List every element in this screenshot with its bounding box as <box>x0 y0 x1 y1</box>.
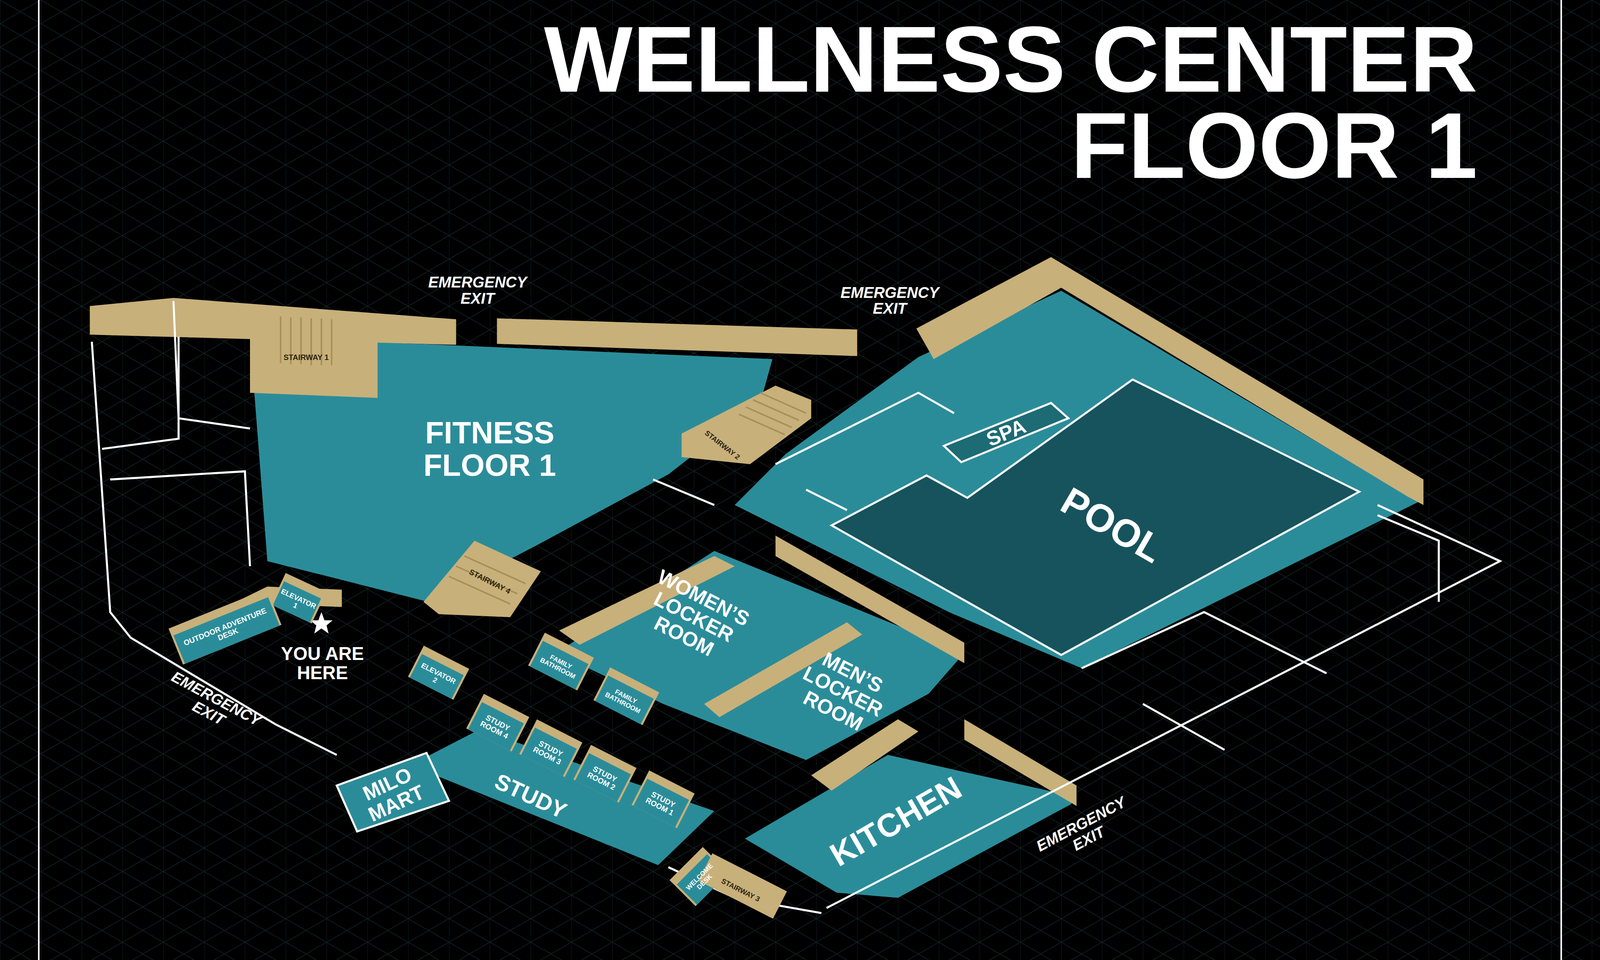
stairs <box>449 555 526 604</box>
block-face <box>575 752 631 802</box>
block-top <box>270 572 327 624</box>
block-face <box>595 675 654 725</box>
block-face <box>272 581 322 623</box>
room-block <box>519 719 583 778</box>
block-face <box>467 702 524 751</box>
spa <box>943 402 1069 463</box>
map-label: EMERGENCY EXIT <box>833 285 946 318</box>
room-node: FITNESS FLOOR 1 <box>387 416 593 481</box>
block-top <box>528 632 595 691</box>
wall <box>916 257 1424 505</box>
room-block <box>466 693 530 752</box>
kitchen <box>745 755 1072 898</box>
stairway <box>250 318 378 398</box>
outline <box>91 300 1500 913</box>
block-face <box>633 778 690 828</box>
map-title: WELLNESS CENTER FLOOR 1 <box>457 16 1478 190</box>
map-label-box: YOU ARE HERE <box>266 644 379 683</box>
block-face <box>173 597 280 664</box>
frame <box>38 0 1562 960</box>
study-area <box>410 729 715 866</box>
wall <box>964 719 1077 806</box>
room-block <box>270 572 327 624</box>
room-block <box>631 770 695 828</box>
stairway <box>681 385 812 465</box>
wall <box>497 318 858 357</box>
room-node: STAIRWAY 1 <box>265 353 348 362</box>
block-top <box>168 588 282 665</box>
block-top <box>593 667 660 726</box>
map-label: YOU ARE HERE <box>266 644 379 683</box>
block-face <box>530 640 589 690</box>
block-top <box>519 719 583 778</box>
block-top <box>407 645 470 700</box>
map-label-box: EMERGENCY EXIT <box>421 274 534 307</box>
map-label: EMERGENCY EXIT <box>421 274 534 307</box>
room-block <box>168 588 282 665</box>
block-top <box>573 745 637 803</box>
block-face <box>521 727 578 777</box>
room-block <box>407 645 470 700</box>
block-top <box>631 770 695 828</box>
room-label: FITNESS FLOOR 1 <box>387 416 593 481</box>
title-text: WELLNESS CENTER FLOOR 1 <box>457 16 1478 190</box>
block-face <box>410 653 464 699</box>
room-block <box>593 667 660 726</box>
stairs <box>738 392 807 435</box>
stairway <box>423 540 541 618</box>
block-top <box>466 693 530 752</box>
map-label-box: EMERGENCY EXIT <box>833 285 946 318</box>
room-label: STAIRWAY 1 <box>265 353 348 362</box>
room-block <box>528 632 595 691</box>
milo-mart <box>336 752 449 832</box>
wall <box>775 535 965 663</box>
room-block <box>573 745 637 803</box>
